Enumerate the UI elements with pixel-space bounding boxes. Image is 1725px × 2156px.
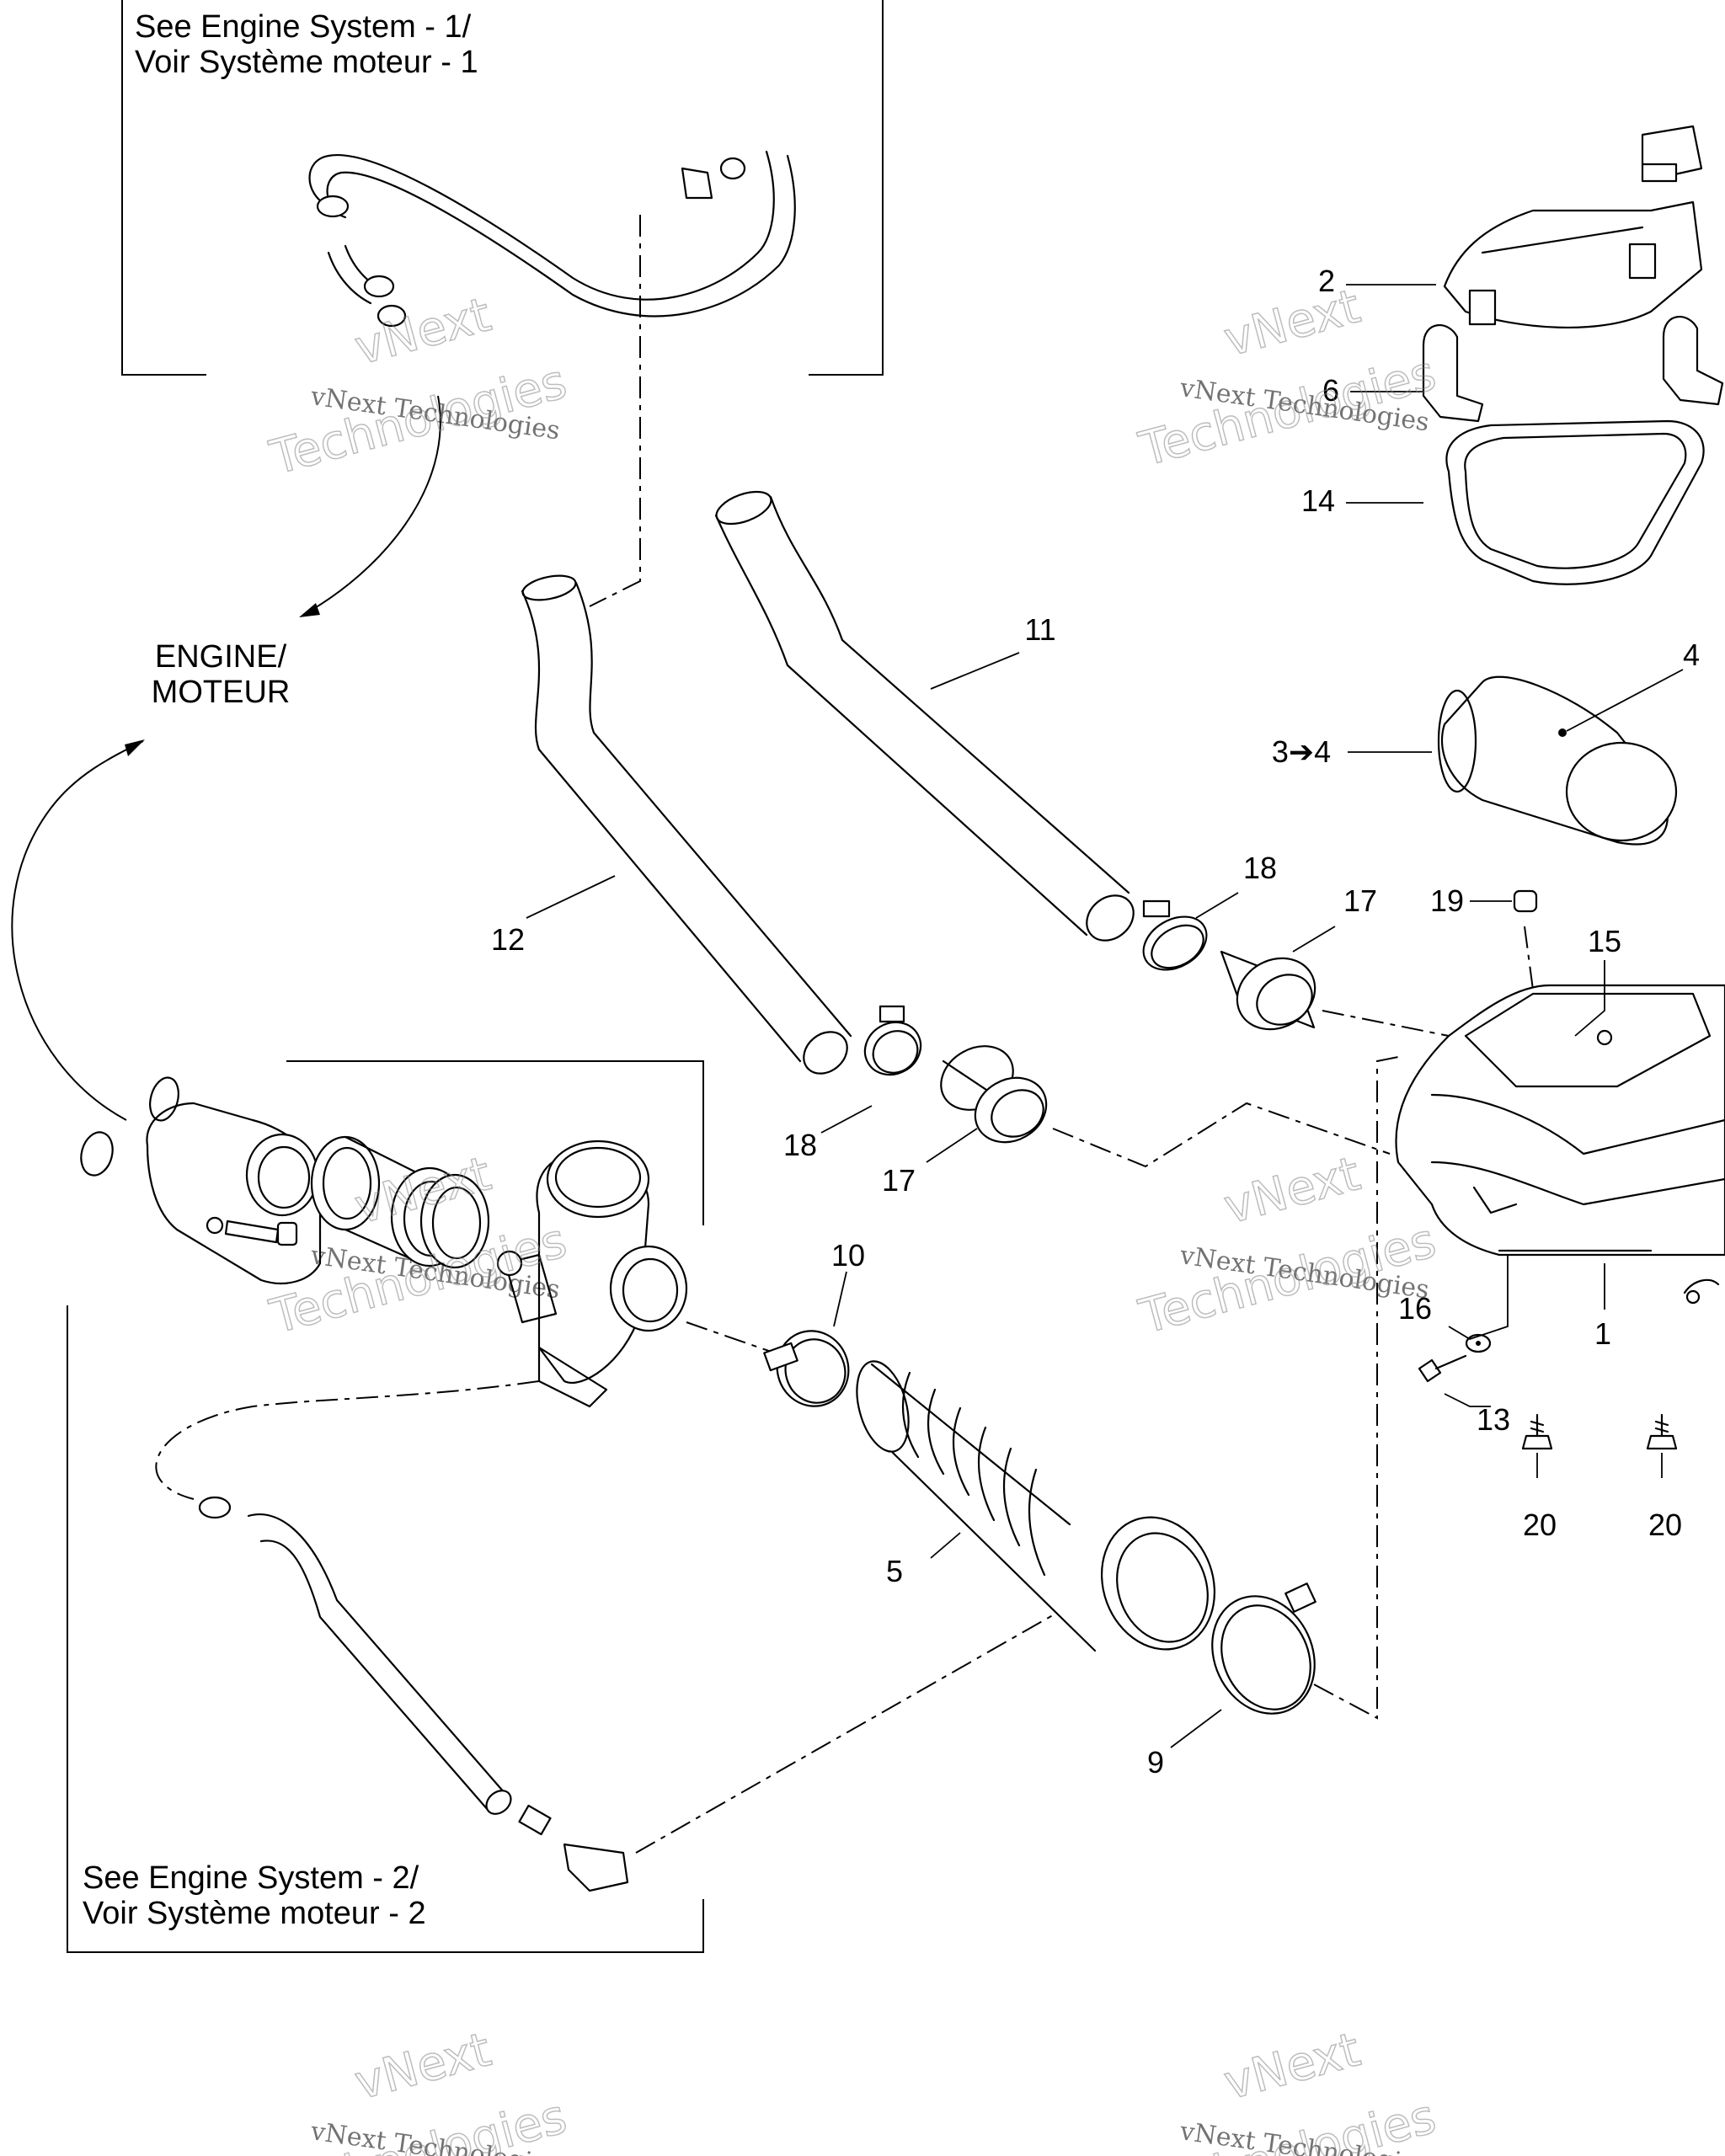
carburetor — [496, 1139, 688, 1408]
watermark-4: vNext vNext Technologies Technologies — [1133, 1146, 1442, 1346]
elbow-fitting — [563, 1843, 629, 1892]
callout-18-upper: 18 — [1243, 851, 1277, 885]
dash-carb-to-10 — [686, 1321, 784, 1357]
svg-text:vNext: vNext — [350, 287, 497, 376]
callout-5: 5 — [886, 1554, 903, 1588]
part-9-clamp — [1211, 1582, 1316, 1715]
part-17-coupler-lower — [940, 1045, 1048, 1144]
note-engine-line2: MOTEUR — [152, 675, 291, 710]
part-10-clamp — [763, 1330, 850, 1407]
part-6-clip — [1422, 316, 1724, 423]
callout-20-b: 20 — [1648, 1508, 1682, 1542]
svg-text:vNext: vNext — [1219, 2022, 1366, 2111]
intake-manifold — [146, 1102, 322, 1284]
note-see-engine-2-line2: Voir Système moteur - 2 — [83, 1896, 426, 1931]
svg-text:vNext: vNext — [1219, 279, 1366, 367]
callout-10: 10 — [831, 1238, 865, 1273]
callout-18-lower: 18 — [783, 1128, 817, 1162]
callout-15: 15 — [1588, 924, 1621, 958]
top-vent-hose — [308, 150, 796, 328]
watermark-2: vNext vNext Technologies Technologies — [1133, 279, 1442, 478]
arrow-to-engine-top — [299, 395, 441, 617]
dash-17-upper-to-airbox — [1322, 1010, 1450, 1037]
part-13-bolt — [1418, 1354, 1467, 1383]
callout-6: 6 — [1322, 373, 1339, 408]
callout-1: 1 — [1594, 1316, 1611, 1351]
leader-lines — [526, 284, 1684, 1748]
part-18-clamp-lower — [863, 1005, 922, 1076]
part-4-air-filter — [1437, 675, 1678, 846]
part-12-hose — [521, 574, 852, 1075]
part-2-airbox-cover — [1443, 200, 1703, 329]
callout-4: 4 — [1683, 638, 1700, 672]
dash-top-hose-to-12 — [589, 215, 641, 607]
part-19-cap — [1513, 889, 1538, 913]
part-11-hose — [714, 490, 1135, 942]
top-hose-clip — [681, 167, 713, 200]
part-17-coupler-upper — [1220, 950, 1316, 1031]
callout-14: 14 — [1301, 483, 1335, 518]
note-see-engine-1-line2: Voir Système moteur - 1 — [135, 45, 478, 80]
dash-17-lower-to-airbox — [1052, 1102, 1391, 1168]
watermark-5: vNext vNext Technologies Technologies — [264, 2022, 573, 2156]
lower-vent-hose — [155, 1380, 1058, 1892]
part-20-screw-b — [1646, 1413, 1678, 1450]
o-rings — [80, 1076, 179, 1177]
frame-engine-system-1 — [121, 0, 884, 376]
callout-17-upper: 17 — [1343, 883, 1377, 918]
carburetor-adapter — [310, 1135, 490, 1269]
airbox-right-latch — [1683, 1278, 1720, 1305]
dash-carb-to-lower-hose — [155, 1380, 540, 1500]
callout-3-to-4: 3➔4 — [1272, 734, 1331, 769]
note-see-engine-1-line1: See Engine System - 1/ — [135, 9, 472, 45]
svg-text:vNext: vNext — [350, 2022, 497, 2111]
note-see-engine-2-line1: See Engine System - 2/ — [83, 1860, 419, 1896]
note-engine-line1: ENGINE/ — [155, 639, 287, 675]
callout-9: 9 — [1147, 1745, 1164, 1780]
part-6-clip-top — [1641, 125, 1703, 183]
arrow-to-engine-left — [11, 739, 145, 1121]
callout-17-lower: 17 — [882, 1163, 916, 1198]
callout-12: 12 — [491, 922, 525, 957]
watermark-1: vNext vNext Technologies Technologies — [264, 287, 573, 487]
svg-text:vNext: vNext — [1219, 1146, 1366, 1235]
top-hose-clamp — [377, 304, 407, 328]
part-16-washer — [1465, 1333, 1492, 1353]
dash-9-to-airbox — [1313, 1056, 1399, 1720]
part-20-screw-a — [1521, 1413, 1553, 1450]
frame-engine-system-2 — [67, 1060, 704, 1953]
callout-13: 13 — [1477, 1402, 1510, 1437]
dash-elbow-to-bellows — [635, 1612, 1058, 1854]
airbox-fastener-15 — [1596, 1029, 1613, 1046]
callout-16: 16 — [1398, 1291, 1432, 1326]
callout-2: 2 — [1318, 264, 1335, 298]
dash-19-to-airbox — [1524, 926, 1534, 990]
part-5-intake-bellows — [856, 1360, 1216, 1652]
callout-19: 19 — [1430, 883, 1464, 918]
callout-20-a: 20 — [1523, 1508, 1557, 1542]
part-1-airbox — [1395, 984, 1725, 1257]
watermark-6: vNext vNext Technologies Technologies — [1133, 2022, 1442, 2156]
callout-11: 11 — [1024, 612, 1055, 647]
part-14-seal — [1445, 419, 1705, 585]
part-18-clamp-upper — [1142, 899, 1208, 971]
